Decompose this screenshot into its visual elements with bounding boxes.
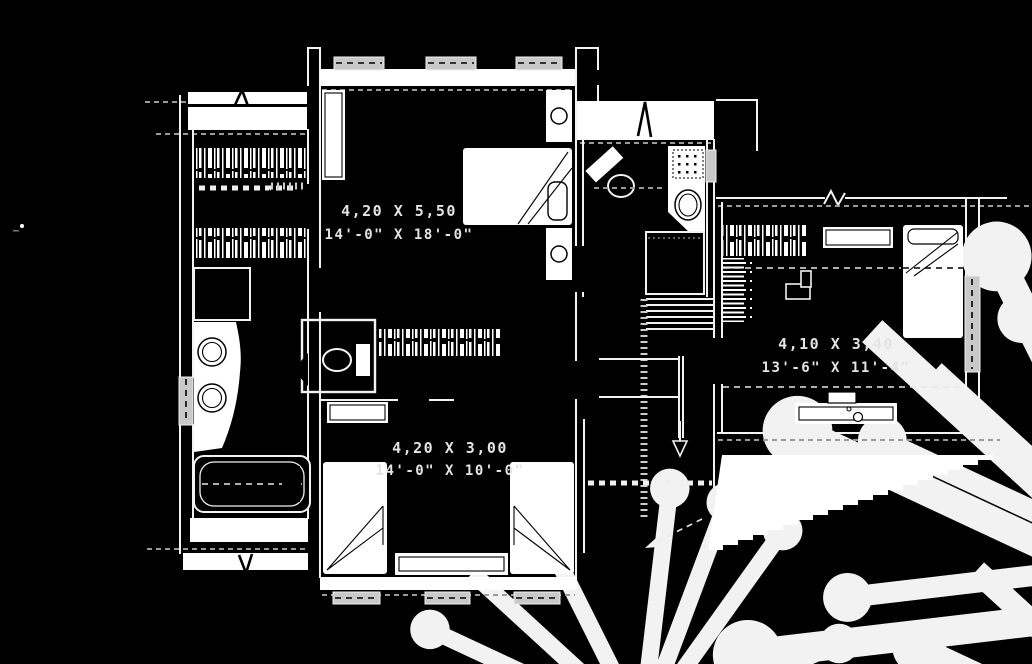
room-label-metric: 4,20 X 5,50 xyxy=(341,202,457,220)
east-wall xyxy=(575,68,599,361)
break-mark xyxy=(823,188,846,208)
pillow xyxy=(547,181,568,221)
west-wall xyxy=(179,95,194,554)
ensuite-vanity xyxy=(668,146,705,233)
hall-and-wc xyxy=(293,267,1032,664)
side-walls xyxy=(582,139,715,297)
bedroom-right: 4,10 X 3,40 13'-6" X 11'-4" xyxy=(716,99,1030,462)
toilet-wc xyxy=(322,344,370,376)
run-arrowhead xyxy=(645,538,658,548)
staircase xyxy=(583,295,715,553)
closet-door xyxy=(269,182,307,227)
blanket-fold xyxy=(326,505,384,571)
ensuite-door xyxy=(589,247,635,293)
single-bed xyxy=(903,225,963,338)
corner-shower-left xyxy=(193,267,251,321)
closet-hanging-rod-upper xyxy=(194,146,307,180)
desk-bottom xyxy=(795,391,897,424)
desk-top xyxy=(823,227,893,248)
wc-room xyxy=(300,318,377,394)
room-label-imperial: 14'-0" X 18'-0" xyxy=(325,227,474,243)
chair xyxy=(785,270,812,300)
run-line xyxy=(649,518,703,546)
window-north-3 xyxy=(515,56,563,71)
left-wing xyxy=(145,84,882,664)
side-walls xyxy=(319,399,577,578)
bifold-door-chevron-left xyxy=(398,394,430,412)
reference-dot xyxy=(13,224,24,232)
window-south-3 xyxy=(513,591,561,605)
lamp-icon xyxy=(852,411,864,423)
twin-bed-right xyxy=(510,462,574,574)
break-mark xyxy=(821,442,844,462)
down-arrow-icon xyxy=(671,421,689,458)
pillow xyxy=(907,228,959,245)
roof-cutaway xyxy=(708,455,993,550)
north-wall-band xyxy=(320,69,576,86)
bedroom-upper: 4,20 X 5,50 14'-0" X 18'-0" xyxy=(307,47,1032,664)
double-vanity xyxy=(194,322,241,452)
linen-closet xyxy=(375,327,502,358)
wall-band xyxy=(188,107,307,130)
bedroom-lower: 4,20 X 3,00 14'-0" X 10'-0" xyxy=(319,399,577,605)
landing-walls xyxy=(599,358,680,398)
wall-band xyxy=(190,518,308,542)
double-doors xyxy=(489,267,558,412)
toilet-ensuite xyxy=(583,144,625,185)
nightstand-top xyxy=(546,90,572,142)
sink-left-2 xyxy=(197,383,227,413)
stair-railing xyxy=(640,296,648,520)
sink-left-1 xyxy=(197,337,227,367)
lamp-icon xyxy=(550,245,568,263)
wall-band xyxy=(183,553,308,570)
break-mark xyxy=(636,101,653,138)
closet-hanging-rod xyxy=(718,223,810,258)
window-south-2 xyxy=(424,591,471,605)
window-east xyxy=(705,149,717,183)
blanket-fold xyxy=(905,231,959,277)
break-mark xyxy=(237,553,254,577)
window-seat xyxy=(395,553,508,575)
closet-hanging-rod-lower xyxy=(194,226,307,260)
corner-shower-ensuite xyxy=(645,231,705,295)
toilet-bowl xyxy=(607,174,635,198)
room-label-metric: 4,10 X 3,40 xyxy=(778,335,894,353)
nightstand-bottom xyxy=(546,228,572,280)
room-label-metric: 4,20 X 3,00 xyxy=(392,439,508,457)
double-bed xyxy=(463,148,573,225)
window-south-1 xyxy=(332,591,381,605)
wc-door-chevron xyxy=(293,353,308,386)
south-wall-band xyxy=(320,577,577,590)
blanket-fold xyxy=(513,505,571,571)
desk-item xyxy=(827,391,857,404)
dresser-upper xyxy=(322,90,345,180)
corner-walls xyxy=(307,47,599,86)
bifold-door-chevron-right xyxy=(453,394,486,412)
break-mark xyxy=(233,86,250,107)
room-label-imperial: 14'-0" X 10'-0" xyxy=(376,463,525,479)
dresser-lower xyxy=(327,402,388,423)
sink xyxy=(674,189,702,221)
wall-jog xyxy=(716,99,758,151)
bedroom-upper-door xyxy=(313,268,355,310)
room-label-imperial: 13'-6" X 11'-4" xyxy=(762,360,911,376)
ceiling-slope-lines xyxy=(723,267,964,388)
wall-band xyxy=(188,92,307,104)
bedroom-right-door xyxy=(717,337,760,380)
lamp-icon xyxy=(550,107,568,125)
ensuite-bathroom xyxy=(577,101,1032,664)
twin-bed-left xyxy=(323,462,387,574)
upper-treads xyxy=(646,298,714,330)
curved-wall xyxy=(486,400,556,417)
blanket-fold xyxy=(517,151,573,225)
bathtub xyxy=(193,455,311,513)
